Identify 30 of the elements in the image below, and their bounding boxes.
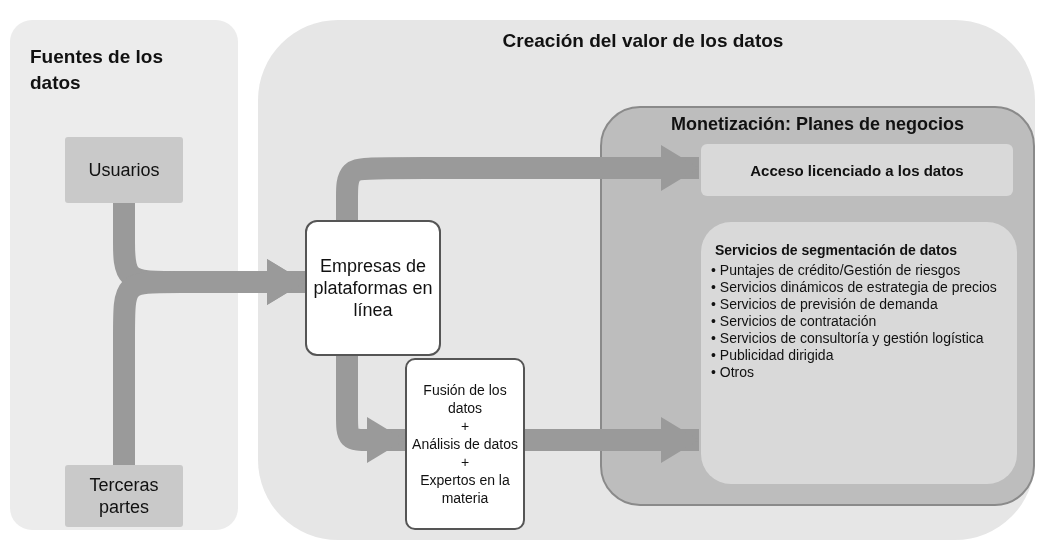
- box-label: Análisis de datos: [412, 435, 518, 453]
- box-label: Fusión de los datos: [422, 381, 508, 417]
- list-box: [701, 222, 1017, 484]
- box-label: Usuarios: [88, 159, 160, 181]
- arrow: [525, 417, 699, 463]
- box-label: Expertos en la materia: [419, 471, 511, 507]
- group-panel: [258, 20, 1035, 540]
- bullet-item: • Publicidad dirigida: [711, 347, 835, 364]
- process-box: [65, 137, 183, 203]
- group-panel: [10, 20, 238, 530]
- box-label: +: [460, 453, 470, 471]
- list-heading: Servicios de segmentación de datos: [715, 242, 958, 258]
- bullet-item: • Servicios dinámicos de estrategia de precios: [711, 279, 998, 296]
- process-box: [405, 358, 525, 530]
- panel-title: Fuentes de los datos: [30, 45, 165, 95]
- group-title: Monetización: Planes de negocios: [669, 114, 966, 135]
- box-label: Acceso licenciado a los datos: [750, 160, 964, 180]
- bullet-item: • Servicios de previsión de demanda: [711, 296, 939, 313]
- process-box: [65, 465, 183, 527]
- group-panel: [600, 106, 1035, 506]
- box-label: Empresas de plataformas en línea: [312, 255, 434, 321]
- panel-title: Creación del valor de los datos: [501, 30, 785, 52]
- process-box: [701, 144, 1013, 196]
- bullet-item: • Puntajes de crédito/Gestión de riesgos: [711, 262, 962, 279]
- bullet-item: • Servicios de consultoría y gestión logística: [711, 330, 985, 347]
- bullet-item: • Servicios de contratación: [711, 313, 878, 330]
- box-label: Terceras partes: [88, 474, 160, 518]
- process-box: [305, 220, 441, 356]
- box-label: +: [460, 417, 470, 435]
- bullet-item: • Otros: [711, 364, 756, 381]
